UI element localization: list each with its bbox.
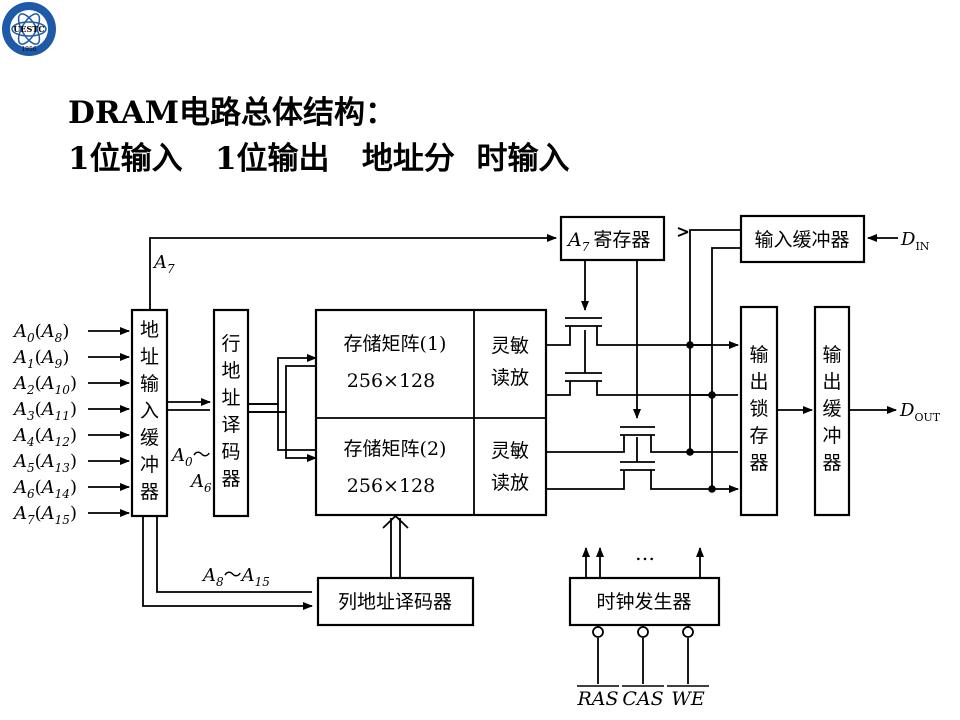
vertical-char: 存: [749, 425, 768, 447]
select-switch-1: [546, 317, 712, 396]
vertical-char: 输: [749, 344, 768, 366]
a7-line: [149, 234, 557, 310]
a7-label: A7: [152, 252, 175, 276]
vertical-char: 出: [749, 371, 768, 393]
vertical-char: 缓: [140, 427, 159, 449]
address-input-label: A7(A15): [12, 503, 77, 527]
row-addr-range-b: A6: [189, 471, 212, 495]
university-logo: UESTC 1956: [2, 2, 56, 56]
sense-amp-1-line2: 读放: [491, 367, 529, 389]
inversion-bubble: [592, 626, 604, 638]
inversion-bubble: [682, 626, 694, 638]
clock-generator: [568, 576, 721, 627]
column-address-decoder-label: 列地址译码器: [338, 591, 452, 613]
col-bus-arrowhead: [382, 514, 409, 529]
select-switch-2: [546, 426, 712, 490]
control-input-cas: CAS: [622, 688, 663, 710]
din-label: DIN: [900, 229, 930, 253]
control-input-ras: RAS: [576, 688, 618, 710]
memory-array-block: [314, 308, 548, 517]
address-input-label: A0(A8): [12, 321, 69, 345]
vertical-char: 器: [822, 452, 841, 474]
vertical-char: 地: [221, 360, 240, 382]
junction-dot: [708, 391, 716, 399]
arrow-decor: [677, 227, 689, 237]
clock-ellipsis: …: [635, 541, 655, 565]
sense-amp-1-line1: 灵敏: [491, 335, 529, 357]
vertical-char: 器: [221, 468, 240, 490]
row-bus-to-array2-b: [248, 411, 317, 462]
clock-generator-label: 时钟发生器: [596, 591, 691, 613]
a7-register: [559, 215, 666, 262]
address-input-label: A3(A11): [12, 399, 77, 423]
inversion-bubble: [637, 626, 649, 638]
slide-title-line1: DRAM电路总体结构：: [68, 95, 397, 131]
input-buffer: [739, 214, 866, 264]
address-input-label: A6(A14): [12, 477, 77, 501]
memory-array-1-size: 256×128: [347, 370, 435, 392]
control-input-we: WE: [671, 688, 705, 710]
vertical-char: 入: [140, 400, 159, 422]
row-bus-to-array1-a: [248, 354, 317, 405]
input-buffer-label: 输入缓冲器: [754, 229, 849, 251]
logo-text: UESTC: [13, 24, 44, 34]
address-input-label: A2(A10): [12, 373, 77, 397]
junction-dot: [686, 448, 694, 456]
vertical-char: 行: [221, 333, 240, 355]
vertical-char: 冲: [140, 454, 159, 476]
vertical-char: 器: [749, 452, 768, 474]
row-bus-to-array2-a: [248, 403, 316, 451]
output-buffer: [813, 305, 851, 517]
vertical-char: 出: [822, 371, 841, 393]
junction-dot: [708, 485, 716, 493]
row-address-decoder: [212, 308, 250, 518]
vertical-char: 缓: [822, 398, 841, 420]
vertical-char: 输: [140, 373, 159, 395]
address-input-label: A4(A12): [12, 425, 77, 449]
din-path-1: [689, 229, 740, 452]
sense-amp-2-line2: 读放: [491, 472, 529, 494]
vertical-char: 址: [221, 387, 240, 409]
address-input-label: A1(A9): [12, 347, 69, 371]
vertical-char: 址: [140, 346, 159, 368]
vertical-char: 码: [221, 441, 240, 463]
vertical-char: 冲: [822, 425, 841, 447]
logo-year: 1956: [21, 46, 36, 53]
col-addr-bus-b: [156, 516, 312, 593]
column-address-decoder: [316, 576, 475, 627]
vertical-char: 输: [822, 344, 841, 366]
memory-array-2-size: 256×128: [347, 475, 435, 497]
din-path-2: [711, 247, 740, 489]
junction-dot: [686, 341, 694, 349]
output-latch: [739, 305, 779, 517]
vertical-char: 器: [140, 481, 159, 503]
memory-array-2-name: 存储矩阵(2): [344, 438, 447, 460]
address-input-label: A5(A13): [12, 451, 77, 475]
row-bus-to-array1-b: [248, 365, 316, 413]
row-addr-range: A0～: [170, 445, 211, 469]
dout-label: DOUT: [899, 400, 941, 424]
vertical-char: 译: [221, 414, 240, 436]
slide-title-line2: 1位输入 1位输出 地址分 时输入: [68, 141, 570, 177]
vertical-char: 地: [140, 319, 159, 341]
memory-array-1-name: 存储矩阵(1): [344, 333, 447, 355]
vertical-char: 锁: [749, 398, 768, 420]
sense-amp-2-line1: 灵敏: [491, 440, 529, 462]
col-addr-bus-a: [142, 516, 313, 610]
col-addr-range: A8～A15: [201, 565, 270, 589]
address-inputs: A0(A8)A1(A9)A2(A10)A3(A11)A4(A12)A5(A13)…: [12, 321, 130, 527]
